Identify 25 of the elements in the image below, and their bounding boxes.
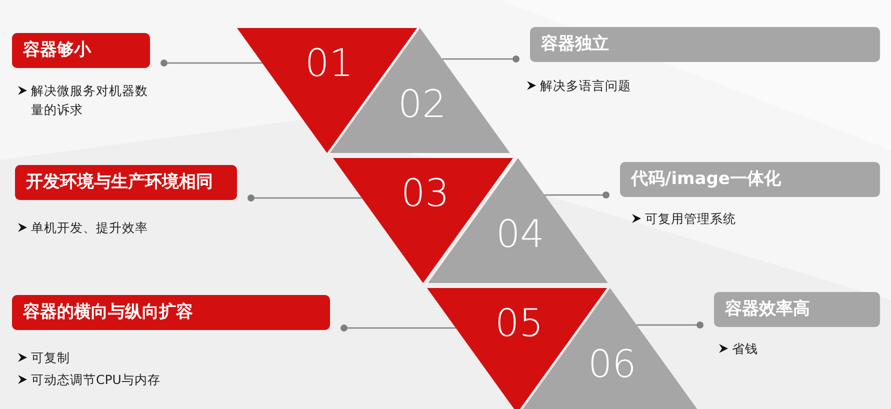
heading-box: 容器独立 — [530, 27, 880, 62]
connector-line — [442, 56, 520, 62]
connector-line — [340, 324, 456, 332]
bullet-text: 可复用管理系统 — [645, 210, 736, 228]
heading-box: 容器够小 — [12, 33, 150, 68]
step-number: 01 — [305, 43, 354, 83]
heading-box: 代码/image一体化 — [620, 162, 880, 197]
connector-line — [160, 60, 262, 66]
connector-line — [544, 192, 610, 198]
bullet-text: 单机开发、提升效率 — [31, 219, 148, 237]
step-number: 06 — [588, 344, 636, 384]
step-number: 04 — [496, 214, 544, 254]
connector-line — [636, 322, 704, 328]
step-number: 03 — [401, 173, 450, 213]
bullet-text: 解决多语言问题 — [540, 77, 631, 95]
step-number: 05 — [495, 303, 544, 343]
heading-box: 容器效率高 — [714, 292, 880, 327]
step-number: 02 — [398, 84, 446, 124]
heading-box: 容器的横向与纵向扩容 — [12, 295, 330, 330]
bullet-text: 可动态调节CPU与内存 — [31, 371, 160, 389]
bullet-text: 解决微服务对机器数量的诉求 — [31, 82, 149, 119]
bullet-text: 省钱 — [732, 340, 758, 358]
bullet-text: 可复制 — [31, 349, 70, 367]
connector-line — [248, 194, 362, 202]
heading-box: 开发环境与生产环境相同 — [15, 165, 237, 200]
